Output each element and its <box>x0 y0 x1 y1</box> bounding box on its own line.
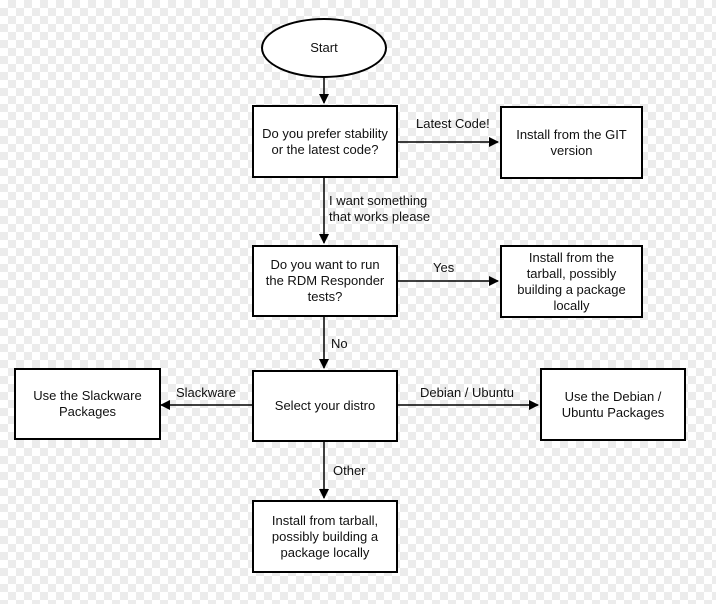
git-install-node: Install from the GIT version <box>500 106 643 179</box>
tarball-yes-node: Install from the tarball, possibly build… <box>500 245 643 318</box>
git-install-label: Install from the GIT version <box>516 126 627 158</box>
slackware-node: Use the Slackware Packages <box>14 368 161 440</box>
stability-question-label: Do you prefer stability or the latest co… <box>262 125 388 157</box>
debian-label: Use the Debian / Ubuntu Packages <box>561 388 665 420</box>
debian-node: Use the Debian / Ubuntu Packages <box>540 368 686 441</box>
edge-label-no: No <box>331 336 348 351</box>
tarball-other-node: Install from tarball, possibly building … <box>252 500 398 573</box>
stability-question-node: Do you prefer stability or the latest co… <box>252 105 398 178</box>
edge-label-slackware: Slackware <box>176 385 236 400</box>
start-node: Start <box>261 18 387 78</box>
distro-select-node: Select your distro <box>252 370 398 442</box>
start-node-label: Start <box>310 40 338 55</box>
tarball-yes-label: Install from the tarball, possibly build… <box>517 249 626 313</box>
edge-label-latest-code: Latest Code! <box>416 116 490 131</box>
edge-label-other: Other <box>333 463 366 478</box>
rdm-question-node: Do you want to run the RDM Responder tes… <box>252 245 398 317</box>
rdm-question-label: Do you want to run the RDM Responder tes… <box>265 257 385 304</box>
edge-label-debian-ubuntu: Debian / Ubuntu <box>420 385 514 400</box>
tarball-other-label: Install from tarball, possibly building … <box>271 512 379 560</box>
distro-select-label: Select your distro <box>274 398 376 413</box>
slackware-label: Use the Slackware Packages <box>33 388 142 419</box>
edge-label-works-please: I want something that works please <box>329 193 431 224</box>
edge-label-yes: Yes <box>433 260 455 275</box>
